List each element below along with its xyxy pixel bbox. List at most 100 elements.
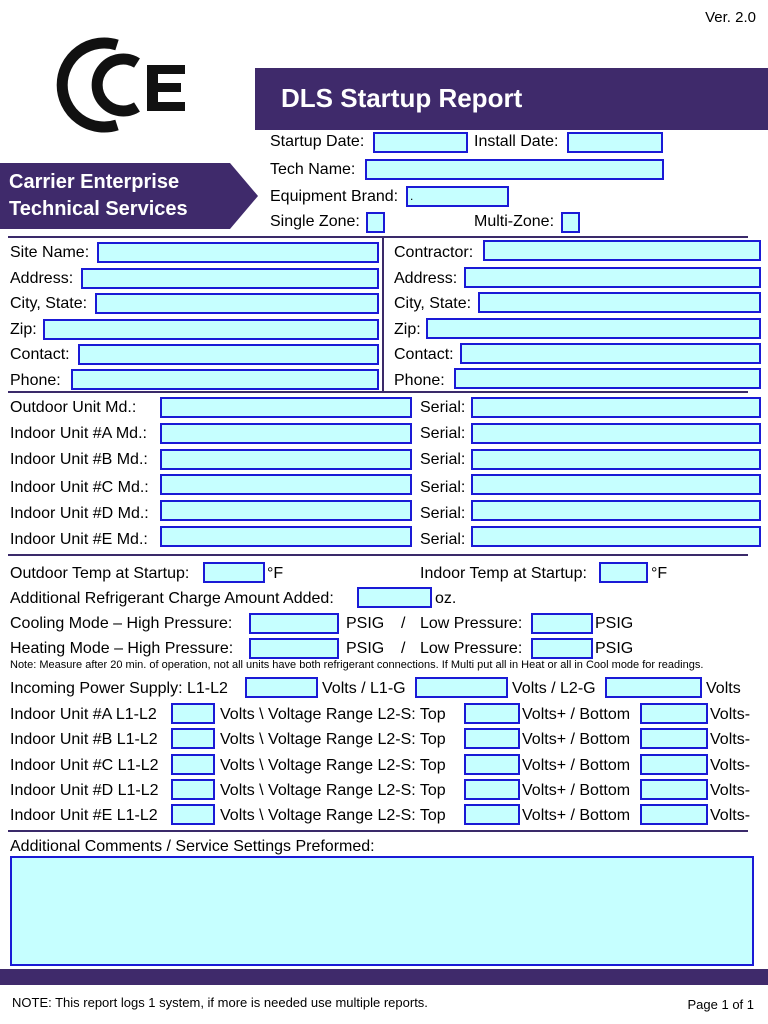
serial-field-e[interactable] <box>471 526 761 547</box>
contractor-name-field[interactable] <box>483 240 761 261</box>
unit-label-outdoor: Outdoor Unit Md.: <box>10 399 137 416</box>
power-row-b-top[interactable] <box>464 728 520 749</box>
heating-low-field[interactable] <box>531 638 593 659</box>
power-row-c-top[interactable] <box>464 754 520 775</box>
power-row-b-bottom-label: Volts+ / Bottom <box>522 731 631 748</box>
multi-zone-label: Multi-Zone: <box>474 213 555 230</box>
volts-l1g-label: Volts / L1-G <box>322 680 406 697</box>
single-zone-checkbox[interactable] <box>366 212 385 233</box>
refrigerant-unit: oz. <box>435 590 457 607</box>
incoming-l2g-field[interactable] <box>605 677 702 698</box>
unit-model-outdoor[interactable] <box>160 397 412 418</box>
indoor-temp-field[interactable] <box>599 562 648 583</box>
org-line-2: Technical Services <box>9 198 188 220</box>
unit-label-e: Indoor Unit #E Md.: <box>10 531 148 548</box>
serial-label-b: Serial: <box>420 451 466 468</box>
power-row-b-l1l2[interactable] <box>171 728 215 749</box>
heating-slash: / <box>401 640 406 657</box>
unit-model-c[interactable] <box>160 474 412 495</box>
power-row-a-top[interactable] <box>464 703 520 724</box>
unit-model-d[interactable] <box>160 500 412 521</box>
power-row-e-range: Volts \ Voltage Range L2-S: Top <box>220 807 446 824</box>
tech-name-label: Tech Name: <box>270 161 356 178</box>
title-banner: DLS Startup Report <box>255 68 768 130</box>
refrigerant-field[interactable] <box>357 587 432 608</box>
incoming-l1g-field[interactable] <box>415 677 508 698</box>
contractor-address-field[interactable] <box>464 267 761 288</box>
contractor-contact-label: Contact: <box>394 346 454 363</box>
site-address-field[interactable] <box>81 268 379 289</box>
power-row-a-l1l2[interactable] <box>171 703 215 724</box>
site-name-field[interactable] <box>97 242 379 263</box>
contractor-name-label: Contractor: <box>394 244 474 261</box>
startup-date-field[interactable] <box>373 132 468 153</box>
tech-name-field[interactable] <box>365 159 664 180</box>
unit-model-b[interactable] <box>160 449 412 470</box>
contractor-city-field[interactable] <box>478 292 761 313</box>
multi-zone-checkbox[interactable] <box>561 212 580 233</box>
unit-label-d: Indoor Unit #D Md.: <box>10 505 149 522</box>
heating-low-label: Low Pressure: <box>420 640 523 657</box>
power-row-e-bottom[interactable] <box>640 804 708 825</box>
site-address-label: Address: <box>10 270 74 287</box>
site-zip-field[interactable] <box>43 319 379 340</box>
site-name-label: Site Name: <box>10 244 90 261</box>
heating-low-unit: PSIG <box>595 640 634 657</box>
divider-2 <box>8 391 748 393</box>
cooling-high-label: Cooling Mode – High Pressure: <box>10 615 233 632</box>
page-number: Page 1 of 1 <box>687 997 755 1012</box>
power-row-d-range: Volts \ Voltage Range L2-S: Top <box>220 782 446 799</box>
serial-field-c[interactable] <box>471 474 761 495</box>
power-row-d-label: Indoor Unit #D L1-L2 <box>10 782 159 799</box>
incoming-l1l2-field[interactable] <box>245 677 318 698</box>
contractor-zip-label: Zip: <box>394 321 421 338</box>
contractor-contact-field[interactable] <box>460 343 761 364</box>
power-row-e-l1l2[interactable] <box>171 804 215 825</box>
site-city-field[interactable] <box>95 293 379 314</box>
power-row-c-l1l2[interactable] <box>171 754 215 775</box>
startup-date-label: Startup Date: <box>270 133 365 150</box>
refrigerant-label: Additional Refrigerant Charge Amount Add… <box>10 590 334 607</box>
serial-field-d[interactable] <box>471 500 761 521</box>
single-zone-label: Single Zone: <box>270 213 360 230</box>
site-phone-field[interactable] <box>71 369 379 390</box>
contractor-zip-field[interactable] <box>426 318 761 339</box>
site-contact-field[interactable] <box>78 344 379 365</box>
serial-field-a[interactable] <box>471 423 761 444</box>
heating-high-field[interactable] <box>249 638 339 659</box>
power-row-a-volts-minus: Volts- <box>710 706 751 723</box>
serial-field-outdoor[interactable] <box>471 397 761 418</box>
contractor-address-label: Address: <box>394 270 458 287</box>
comments-field[interactable] <box>10 856 754 966</box>
unit-label-b: Indoor Unit #B Md.: <box>10 451 148 468</box>
power-row-b-volts-minus: Volts- <box>710 731 751 748</box>
power-row-e-volts-minus: Volts- <box>710 807 751 824</box>
ce-logo <box>56 37 185 133</box>
install-date-field[interactable] <box>567 132 663 153</box>
report-title: DLS Startup Report <box>281 83 523 113</box>
equipment-brand-field[interactable]: . <box>406 186 509 207</box>
power-row-d-bottom[interactable] <box>640 779 708 800</box>
serial-field-b[interactable] <box>471 449 761 470</box>
unit-model-a[interactable] <box>160 423 412 444</box>
incoming-power-label: Incoming Power Supply: L1-L2 <box>10 680 228 697</box>
power-row-a-bottom[interactable] <box>640 703 708 724</box>
unit-model-e[interactable] <box>160 526 412 547</box>
power-row-d-l1l2[interactable] <box>171 779 215 800</box>
measurement-note: Note: Measure after 20 min. of operation… <box>10 659 704 671</box>
contractor-phone-field[interactable] <box>454 368 761 389</box>
power-row-e-top[interactable] <box>464 804 520 825</box>
site-zip-label: Zip: <box>10 321 37 338</box>
power-row-d-top[interactable] <box>464 779 520 800</box>
outdoor-temp-field[interactable] <box>203 562 265 583</box>
power-row-b-bottom[interactable] <box>640 728 708 749</box>
power-row-c-bottom-label: Volts+ / Bottom <box>522 757 631 774</box>
cooling-slash: / <box>401 615 406 632</box>
org-banner: Carrier Enterprise Technical Services <box>0 163 258 229</box>
cooling-high-field[interactable] <box>249 613 339 634</box>
cooling-low-label: Low Pressure: <box>420 615 523 632</box>
heating-high-unit: PSIG <box>346 640 385 657</box>
power-row-c-bottom[interactable] <box>640 754 708 775</box>
cooling-low-field[interactable] <box>531 613 593 634</box>
unit-label-c: Indoor Unit #C Md.: <box>10 479 149 496</box>
